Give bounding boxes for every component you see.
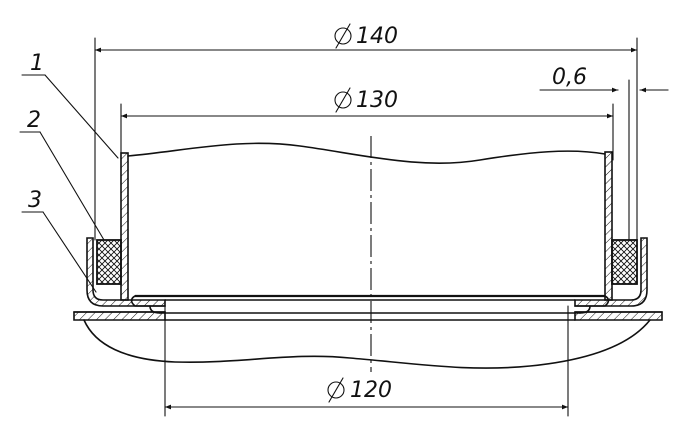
dimension-outer-label: 140 <box>356 24 398 49</box>
callout-2: 2 <box>27 108 41 133</box>
right-wall <box>604 151 613 301</box>
dimension-thickness-label: 0,6 <box>552 65 587 90</box>
dimension-inner: 130 <box>120 87 614 161</box>
callout-1: 1 <box>30 51 44 76</box>
left-ring <box>96 239 122 285</box>
break-line-bottom <box>83 319 651 369</box>
dimension-bottom-symbol <box>327 377 345 403</box>
dimension-bottom-label: 120 <box>350 378 392 403</box>
dimension-outer: 140 <box>94 23 638 241</box>
base-sheet <box>73 311 663 321</box>
dimension-inner-label: 130 <box>356 88 398 113</box>
dimension-inner-symbol <box>334 87 352 113</box>
callout-3: 3 <box>28 188 42 213</box>
dimension-outer-symbol <box>334 23 352 49</box>
left-wall <box>120 152 129 301</box>
bottom-plate <box>130 294 610 314</box>
break-line-top <box>127 142 606 164</box>
dimension-bottom: 120 <box>164 305 569 417</box>
right-ring <box>611 239 638 285</box>
dimension-thickness: 0,6 <box>539 65 669 241</box>
